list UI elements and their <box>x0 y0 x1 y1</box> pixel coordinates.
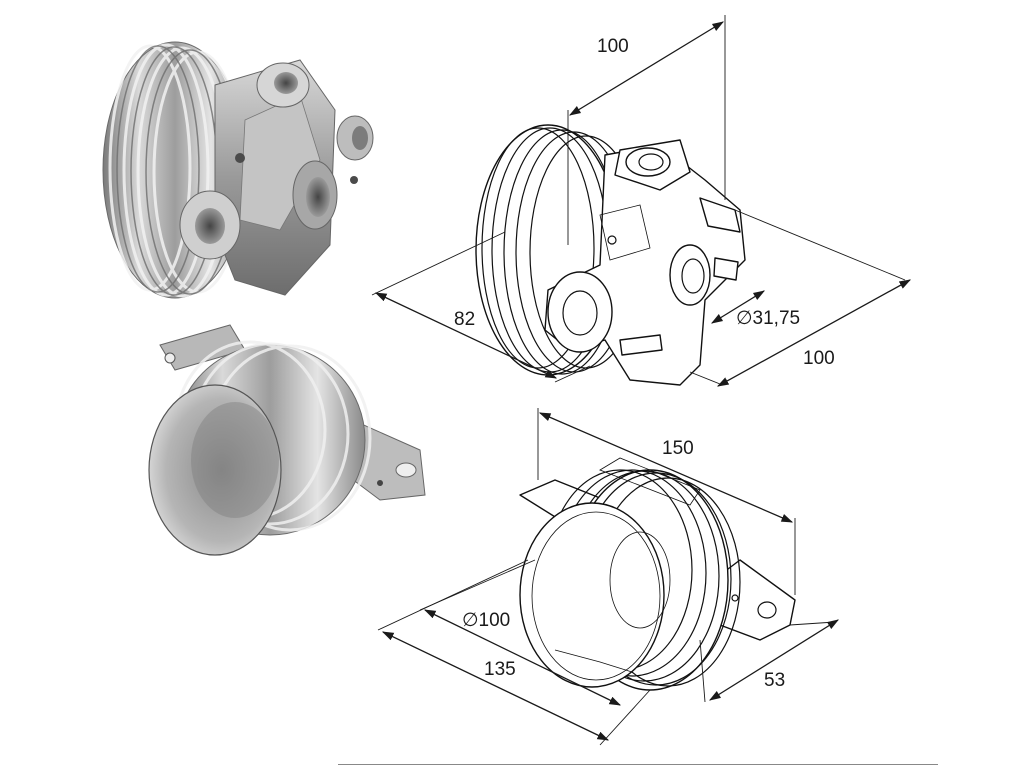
dim-length-top: 100 <box>597 36 629 57</box>
drum-line-drawing-bottom: 150 ∅100 135 53 <box>377 408 839 746</box>
bottom-rule <box>338 764 938 765</box>
dim-length-right: 100 <box>803 348 835 369</box>
drum-photo-bottom <box>148 324 426 556</box>
dim-length-overall: 150 <box>662 438 694 459</box>
dim-diameter-overall: 82 <box>454 309 475 330</box>
drum-photo-top <box>102 41 374 299</box>
drum-line-drawing-top: 100 82 ∅31,75 100 <box>371 15 912 387</box>
dim-inner-diameter: ∅100 <box>462 610 510 631</box>
dim-outer-width: 135 <box>484 659 516 680</box>
dim-flange-depth: 53 <box>764 670 785 691</box>
dim-bore-diameter: ∅31,75 <box>736 308 800 329</box>
